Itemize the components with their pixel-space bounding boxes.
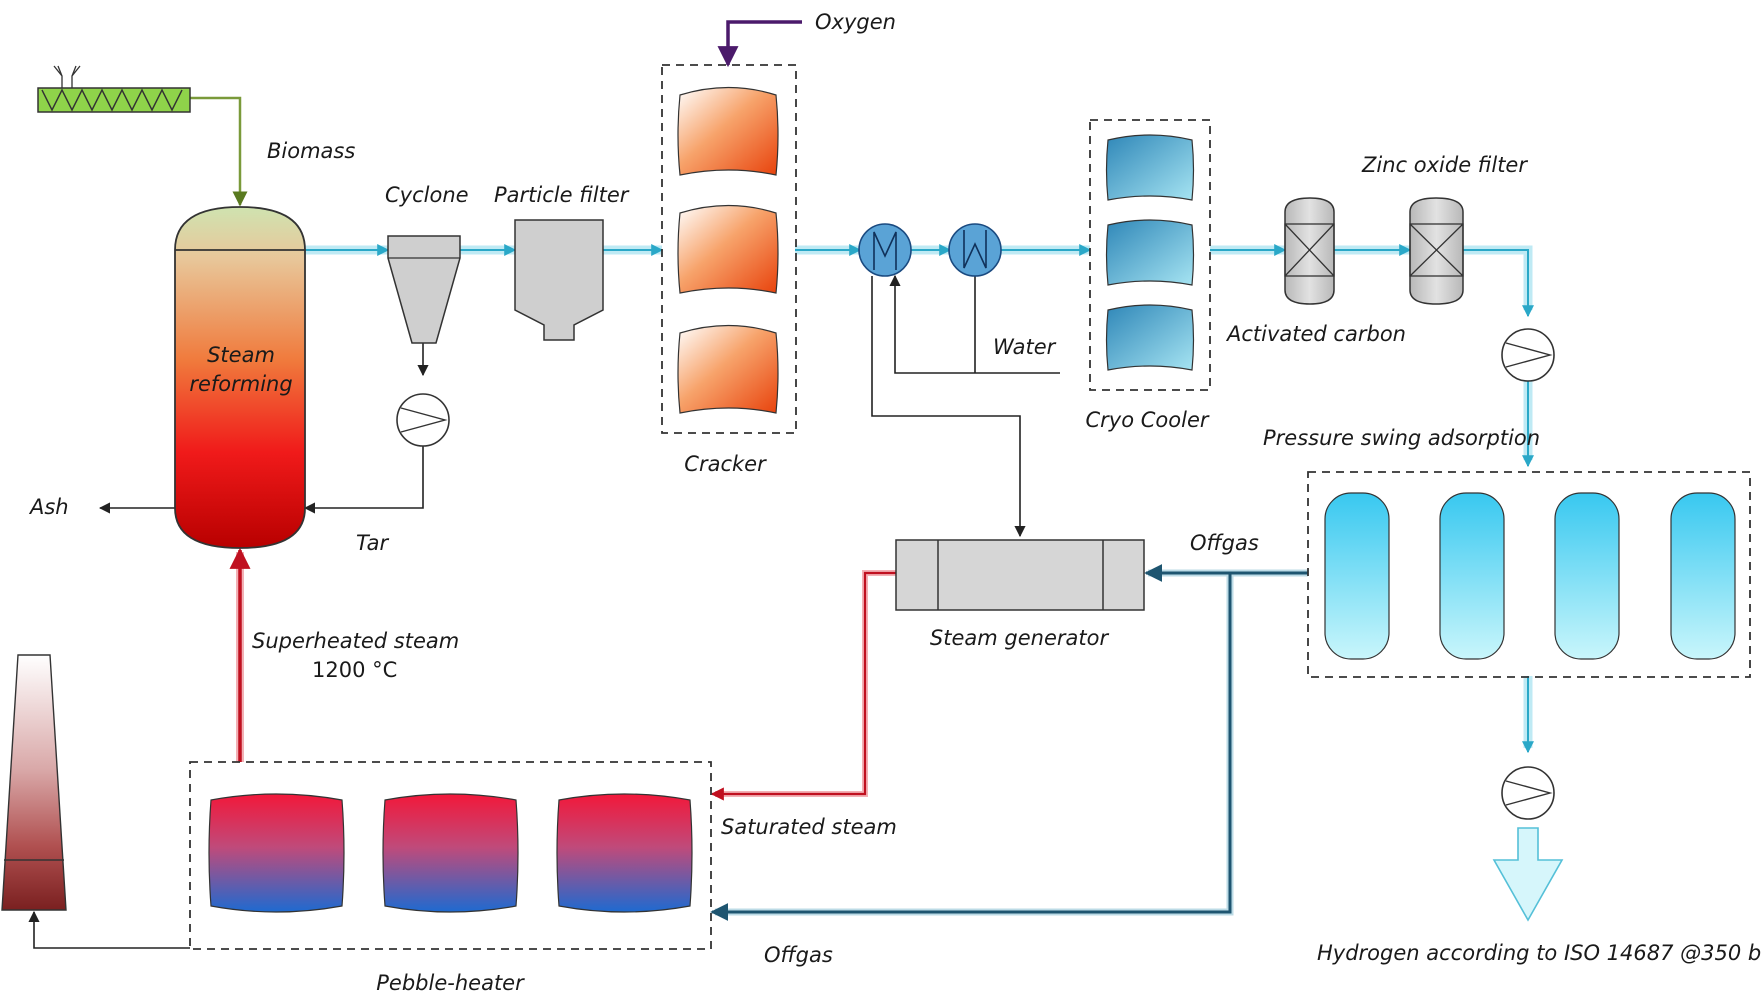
- particle-filter-label: Particle filter: [494, 183, 630, 207]
- offgas-bottom-label: Offgas: [764, 943, 833, 967]
- steam-generator-label: Steam generator: [930, 626, 1110, 650]
- heat-exchanger-icon: [858, 223, 912, 277]
- particle-filter: [514, 219, 604, 341]
- offgas-line: [710, 564, 1308, 921]
- offgas-top-label: Offgas: [1190, 531, 1259, 555]
- compressor-icon: [1501, 328, 1555, 382]
- saturated-steam-label: Saturated steam: [721, 815, 897, 839]
- oxygen-label: Oxygen: [815, 10, 896, 34]
- fixed-bed-icon: [1284, 197, 1335, 305]
- water-line: [871, 274, 1060, 538]
- biomass-feed-line: [170, 96, 248, 207]
- cracker-label: Cracker: [684, 452, 767, 476]
- product-arrow-icon: [1492, 827, 1564, 922]
- exhaust-line: [28, 910, 190, 949]
- heat-exchanger-icon: [948, 223, 1002, 277]
- pebble-heater: [189, 761, 712, 950]
- steam-reforming-label-line1: Steam: [207, 343, 275, 367]
- steam-reforming-label-line2: reforming: [189, 372, 292, 396]
- compressor-icon: [1501, 766, 1555, 820]
- steam-generator: [895, 539, 1145, 611]
- superheated-temp-label: 1200 °C: [312, 658, 397, 682]
- zinc-oxide-filter-label: Zinc oxide filter: [1361, 153, 1528, 177]
- steam-reforming-reactor: [174, 206, 306, 549]
- cryo-cooler: [1089, 119, 1211, 391]
- pressure-swing-adsorption: [1307, 471, 1751, 678]
- saturated-steam-line: [710, 570, 896, 801]
- fixed-bed-icon: [1409, 197, 1464, 305]
- cyclone-label: Cyclone: [385, 183, 469, 207]
- activated-carbon-label: Activated carbon: [1225, 322, 1406, 346]
- hydrogen-product-label: Hydrogen according to ISO 14687 @350 bar: [1317, 941, 1762, 965]
- superheated-steam-label: Superheated steam: [252, 629, 459, 653]
- ash-label: Ash: [28, 495, 69, 519]
- tar-pump-icon: [396, 393, 450, 447]
- pressure-swing-adsorption-label: Pressure swing adsorption: [1263, 426, 1540, 450]
- pebble-heater-label: Pebble-heater: [376, 971, 525, 995]
- process-gas-line: [305, 244, 1534, 468]
- cracker: [661, 64, 797, 434]
- cyclone: [387, 235, 461, 344]
- screw-conveyor-icon: [37, 65, 191, 113]
- biomass-label: Biomass: [267, 139, 355, 163]
- cryo-cooler-label: Cryo Cooler: [1086, 408, 1210, 432]
- oxygen-line: [717, 20, 802, 68]
- chimney-icon: [1, 654, 67, 911]
- water-label: Water: [993, 335, 1057, 359]
- tar-label: Tar: [356, 531, 389, 555]
